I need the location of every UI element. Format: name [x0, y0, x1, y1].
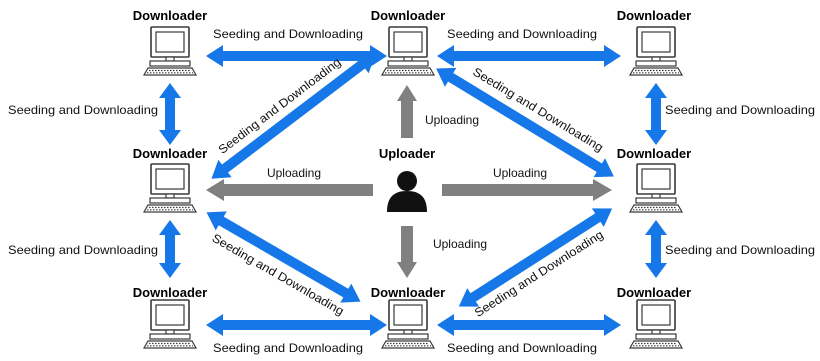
node-title: Downloader: [133, 8, 207, 23]
label-bottom-right: Seeding and Downloading: [447, 341, 597, 355]
node-title: Downloader: [133, 285, 207, 300]
label-diag-ml-bc: Seeding and Downloading: [210, 231, 347, 318]
label-left-lower: Seeding and Downloading: [8, 243, 158, 257]
downloader-bottom-right: Downloader: [617, 285, 691, 349]
upload-arrow-down: [397, 226, 417, 278]
label-upload-left: Uploading: [267, 166, 321, 180]
downloader-top-right: Downloader: [617, 8, 691, 76]
label-upload-right: Uploading: [493, 166, 547, 180]
computer-icon: [143, 26, 197, 76]
downloader-top-center: Downloader: [371, 8, 445, 76]
peer-arrow-diag-ml-bc: [206, 211, 361, 303]
label-left-upper: Seeding and Downloading: [8, 103, 158, 117]
node-title: Downloader: [617, 146, 691, 161]
upload-arrows: [206, 85, 612, 278]
node-title: Downloader: [371, 8, 445, 23]
peer-arrow-left-lower: [159, 220, 181, 278]
peer-arrow-bottom-right: [437, 314, 621, 336]
computer-icon: [629, 163, 683, 213]
downloader-middle-left: Downloader: [133, 146, 207, 213]
computer-icon: [381, 26, 435, 76]
label-diag-bc-mr: Seeding and Downloading: [472, 227, 606, 320]
downloader-middle-right: Downloader: [617, 146, 691, 213]
downloader-top-left: Downloader: [133, 8, 207, 76]
peer-arrow-right-lower: [645, 220, 667, 278]
peer-arrow-diag-ml-tc: [211, 54, 376, 179]
node-title: Downloader: [133, 146, 207, 161]
label-diag-tc-mr: Seeding and Downloading: [470, 65, 605, 155]
upload-arrow-left: [206, 179, 373, 201]
label-top-left: Seeding and Downloading: [213, 27, 363, 41]
peer-arrow-right-upper: [645, 83, 667, 145]
label-upload-up: Uploading: [425, 113, 479, 127]
computer-icon: [143, 299, 197, 349]
node-title: Downloader: [371, 285, 445, 300]
computer-icon: [629, 26, 683, 76]
computer-icon: [381, 299, 435, 349]
downloader-bottom-left: Downloader: [133, 285, 207, 349]
peer-arrow-diag-bc-mr: [458, 208, 613, 307]
computer-icon: [143, 163, 197, 213]
peer-arrow-bottom-left: [206, 314, 387, 336]
node-title: Uploader: [379, 146, 435, 161]
peer-arrow-diag-tc-mr: [436, 67, 614, 178]
peer-arrows: [159, 45, 667, 336]
node-title: Downloader: [617, 8, 691, 23]
label-right-upper: Seeding and Downloading: [665, 103, 815, 117]
uploader-center: Uploader: [379, 146, 435, 212]
label-diag-ml-tc: Seeding and Downloading: [216, 55, 344, 157]
label-top-right: Seeding and Downloading: [447, 27, 597, 41]
upload-arrow-up: [397, 85, 417, 138]
computer-icon: [629, 299, 683, 349]
downloader-bottom-center: Downloader: [371, 285, 445, 349]
person-icon: [387, 171, 427, 212]
label-upload-down: Uploading: [433, 237, 487, 251]
label-bottom-left: Seeding and Downloading: [213, 341, 363, 355]
peer-arrow-top-left: [206, 45, 387, 67]
peer-arrow-left-upper: [159, 83, 181, 145]
node-title: Downloader: [617, 285, 691, 300]
peer-arrow-top-right: [437, 45, 621, 67]
label-right-lower: Seeding and Downloading: [665, 243, 815, 257]
upload-arrow-right: [442, 179, 612, 201]
